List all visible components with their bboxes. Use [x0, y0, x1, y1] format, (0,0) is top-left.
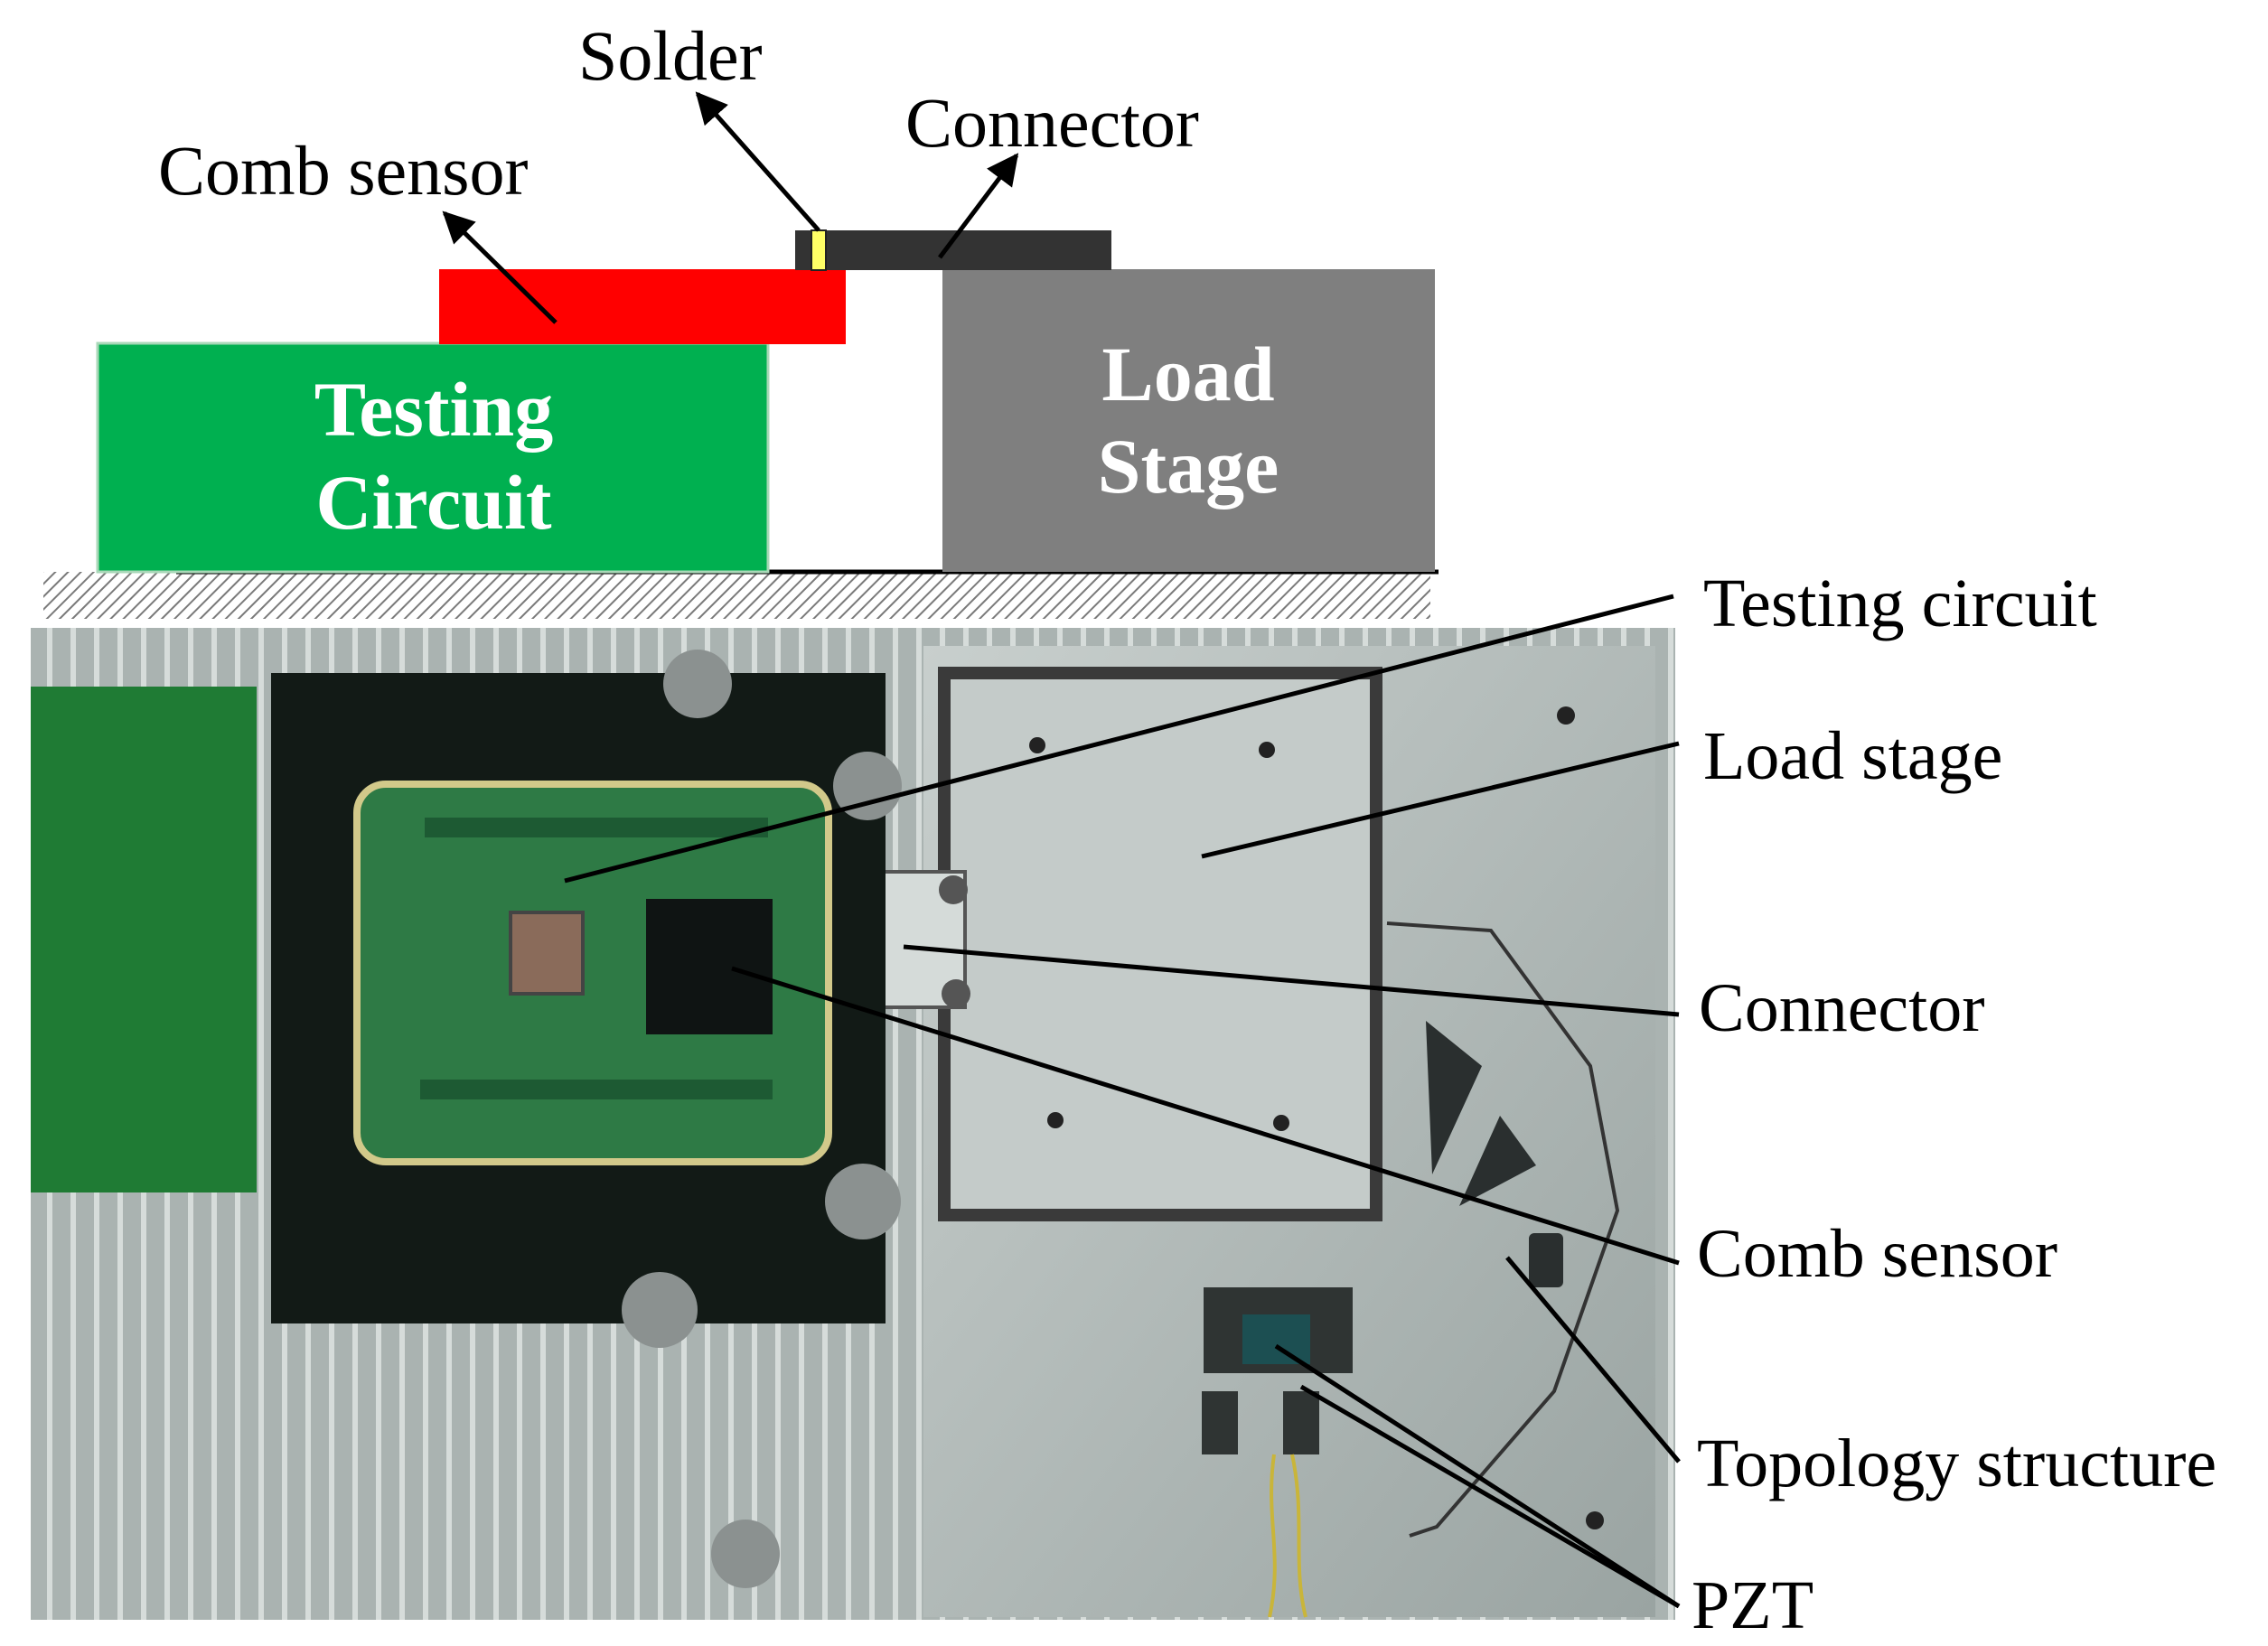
topology-block [1529, 1233, 1563, 1287]
screw [825, 1164, 901, 1239]
comb-sensor-chip [646, 899, 773, 1034]
pzt-element [1242, 1314, 1310, 1364]
pzt-foot [1202, 1391, 1238, 1454]
connector-label: Connector [905, 83, 1199, 162]
topology-triangle [1426, 1021, 1482, 1174]
chip-small [509, 911, 585, 996]
topology-outline [1386, 921, 1620, 1538]
testing-circuit-line1: Testing [314, 366, 553, 453]
leader-pzt-a [1274, 1343, 1681, 1609]
screw [622, 1272, 698, 1348]
testing-circuit-block [96, 341, 770, 574]
chip-row [420, 1080, 773, 1099]
load-stage-plate [938, 667, 1382, 1221]
solder-arrow [695, 91, 820, 232]
screw [833, 752, 902, 820]
leader-topology-structure [1505, 1256, 1681, 1464]
hole [1029, 737, 1045, 753]
hole [1557, 706, 1575, 725]
testing-circuit-board [353, 781, 832, 1165]
callout-testing-circuit: Testing circuit [1703, 566, 2097, 641]
callouts: Testing circuit Load stage Connector Com… [564, 566, 2216, 1643]
hole [1586, 1511, 1604, 1529]
load-stage-line2: Stage [1098, 423, 1279, 510]
hole [1259, 742, 1275, 758]
callout-pzt: PZT [1692, 1567, 1813, 1643]
hole [1273, 1115, 1289, 1131]
terminal-block [31, 687, 257, 1192]
callout-topology-structure: Topology structure [1697, 1426, 2216, 1501]
ground-hatch [43, 572, 1430, 619]
leader-comb-sensor [731, 966, 1680, 1266]
leader-pzt-b [1299, 1384, 1681, 1609]
pzt-wire [1290, 1454, 1307, 1618]
connector-arrow [938, 153, 1019, 259]
leader-load-stage [1201, 741, 1680, 859]
photo [31, 628, 1675, 1620]
bolt [939, 875, 968, 904]
schematic: Testing Circuit Load Stage Solder Connec… [43, 16, 1439, 619]
callout-load-stage: Load stage [1703, 718, 2002, 794]
bolt [942, 979, 970, 1008]
pzt-wire [1268, 1454, 1277, 1618]
solder-label: Solder [578, 16, 763, 95]
screw [711, 1520, 780, 1588]
load-stage-block [942, 269, 1435, 572]
leader-testing-circuit [564, 594, 1674, 884]
chip-row [425, 818, 768, 837]
leader-connector [903, 944, 1680, 1017]
pzt-foot [1283, 1391, 1319, 1454]
testing-circuit-line2: Circuit [315, 459, 552, 546]
comb-sensor-arrow [442, 210, 558, 324]
callout-connector: Connector [1699, 970, 1985, 1046]
screw [663, 650, 732, 718]
callout-comb-sensor: Comb sensor [1697, 1216, 2057, 1292]
comb-sensor-label: Comb sensor [158, 131, 529, 210]
comb-sensor-block [439, 269, 846, 344]
hole [1047, 1112, 1064, 1128]
load-stage-line1: Load [1101, 331, 1274, 417]
solder-block [811, 229, 827, 271]
topology-triangle [1459, 1116, 1536, 1206]
